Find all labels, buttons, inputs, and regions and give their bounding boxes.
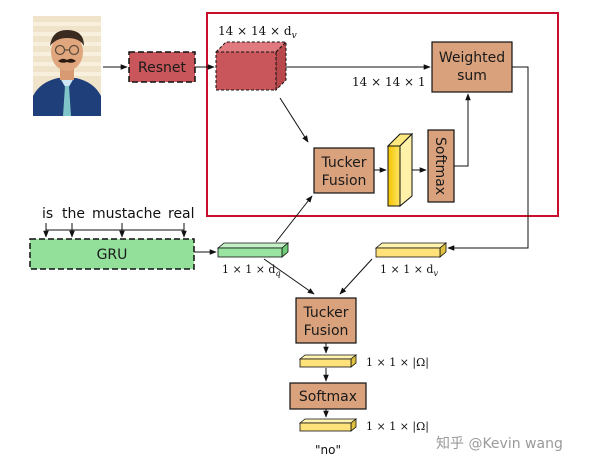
tucker-fusion-bottom-line2: Fusion <box>304 323 349 339</box>
arrow-qvec-tucker-top <box>275 195 313 243</box>
feature-map-block <box>214 40 288 92</box>
weighted-sum-line2: sum <box>457 68 487 84</box>
question-word-1: is <box>42 206 53 222</box>
resnet-label: Resnet <box>138 60 186 76</box>
weighted-sum-box: Weighted sum <box>431 41 513 93</box>
omega-vector-1 <box>298 354 358 368</box>
tucker-fusion-top-line2: Fusion <box>322 173 367 189</box>
arrow-weighted-visual <box>447 66 529 251</box>
v-vec-dims: 1 × 1 × dv <box>380 263 438 278</box>
tucker-fusion-top-box: Tucker Fusion <box>313 147 375 194</box>
gru-label: GRU <box>97 247 128 263</box>
tucker-fusion-bottom-line1: Tucker <box>303 305 349 321</box>
omega-vector-2 <box>298 418 358 432</box>
weighted-sum-line1: Weighted <box>439 50 505 66</box>
resnet-box: Resnet <box>128 51 196 83</box>
softmax-top-box: Softmax <box>427 129 455 203</box>
connectors <box>43 64 529 418</box>
arrow-qvec-tucker-bottom <box>263 258 315 295</box>
omega-dims-2: 1 × 1 × |Ω| <box>366 420 429 434</box>
attention-dims: 14 × 14 × 1 <box>352 75 426 89</box>
question-word-2: the <box>62 206 85 222</box>
q-vec-dims: 1 × 1 × dq <box>222 263 281 278</box>
question-word-3: mustache <box>92 206 161 222</box>
omega-dims-1: 1 × 1 × |Ω| <box>366 356 429 370</box>
gru-box: GRU <box>29 238 195 270</box>
question-vector <box>216 242 290 258</box>
question-word-4: real <box>168 206 195 222</box>
input-photo <box>33 16 101 116</box>
arrow-vvec-tucker-bottom <box>339 258 373 295</box>
softmax-top-label: Softmax <box>432 137 448 195</box>
visual-vector <box>374 242 448 258</box>
tucker-fusion-top-line1: Tucker <box>321 155 367 171</box>
feature-map-dims: 14 × 14 × dv <box>218 24 297 41</box>
attention-map-slab <box>386 132 414 208</box>
softmax-bottom-box: Softmax <box>289 382 367 410</box>
watermark: 知乎 @Kevin wang <box>436 435 563 452</box>
attention-frame <box>206 12 559 217</box>
arrow-softmax-weighted <box>454 93 471 167</box>
answer-label: "no" <box>315 443 341 457</box>
softmax-bottom-label: Softmax <box>299 389 357 405</box>
tucker-fusion-bottom-box: Tucker Fusion <box>295 297 357 344</box>
arrow-feature-tucker <box>279 97 309 143</box>
